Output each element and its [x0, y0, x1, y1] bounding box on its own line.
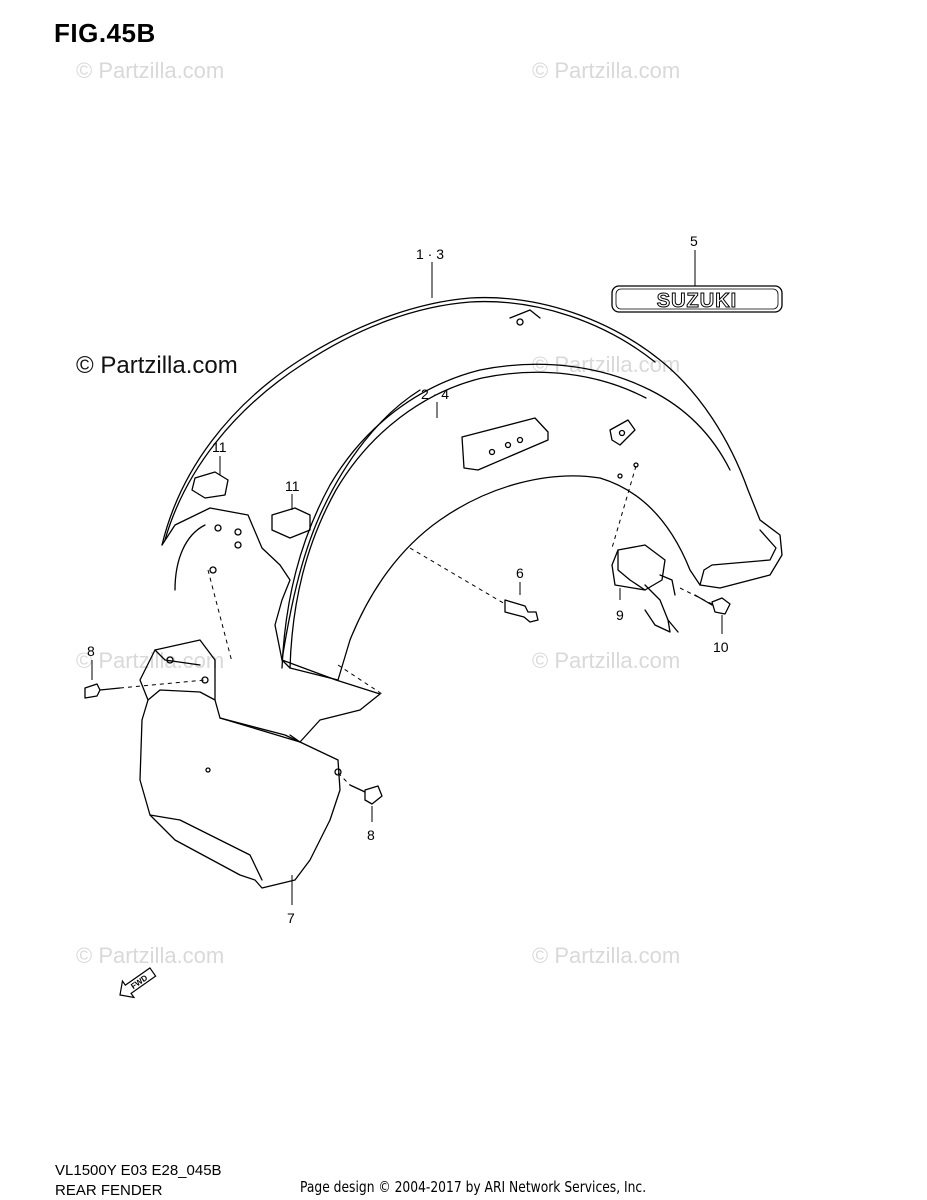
callout-10: 10 [713, 639, 729, 655]
section-name: REAR FENDER [55, 1182, 163, 1199]
decal-11-left [191, 471, 229, 499]
model-code: VL1500Y E03 E28_045B [55, 1162, 222, 1179]
callout-8-left: 8 [87, 643, 95, 659]
callout-5: 5 [690, 233, 698, 249]
watermark: © Partzilla.com [532, 58, 681, 83]
watermark: © Partzilla.com [532, 648, 681, 673]
callout-8-right: 8 [367, 827, 375, 843]
callout-11-right: 11 [285, 478, 300, 494]
screw-10 [711, 597, 731, 615]
figure-title: FIG.45B [54, 18, 156, 48]
screw-6 [504, 599, 539, 623]
page-credit: Page design © 2004-2017 by ARI Network S… [300, 1178, 647, 1196]
fwd-arrow-icon: FWD [119, 967, 157, 999]
inner-panel [161, 507, 381, 743]
bolt-8-left [84, 683, 101, 699]
decal-11-right [271, 507, 311, 539]
watermark: © Partzilla.com [76, 58, 225, 83]
lower-cover-7 [139, 639, 341, 889]
suzuki-badge-text: SUZUKI [657, 290, 737, 312]
main-watermark: © Partzilla.com [76, 352, 238, 379]
callout-1-3: 1 · 3 [416, 246, 445, 262]
callout-11-left: 11 [212, 439, 227, 455]
callout-9: 9 [616, 607, 624, 623]
rear-fender-shell [161, 296, 783, 681]
callout-7: 7 [287, 910, 295, 926]
fender-rim [281, 363, 731, 669]
callout-2-4: 2 · 4 [421, 386, 450, 402]
watermark: © Partzilla.com [532, 943, 681, 968]
watermark: © Partzilla.com [76, 943, 225, 968]
suzuki-badge: SUZUKI [611, 285, 783, 313]
tail-light-9 [611, 544, 666, 591]
callout-6: 6 [516, 565, 524, 581]
